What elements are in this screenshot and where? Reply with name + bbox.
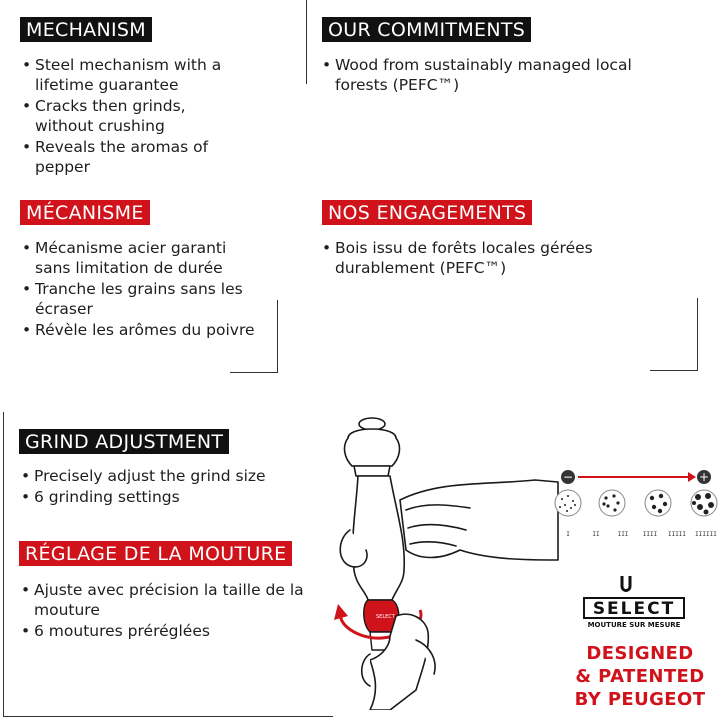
list-item: 6 moutures préréglées xyxy=(21,621,321,641)
commitments-en-list: Wood from sustainably managed local fore… xyxy=(322,55,662,96)
list-item: Reveals the aromas of pepper xyxy=(22,137,237,177)
select-logo: SELECT MOUTURE SUR MESURE xyxy=(583,576,685,629)
frame-line-top-center xyxy=(306,0,307,84)
designed-line-1: DESIGNED xyxy=(586,643,694,664)
commitments-en-title: OUR COMMITMENTS xyxy=(322,17,532,42)
mechanism-fr-title: MÉCANISME xyxy=(20,200,150,225)
mechanism-fr-list: Mécanisme acier garanti sans limitation … xyxy=(22,238,257,341)
svg-text:SELECT: SELECT xyxy=(593,599,675,619)
list-item: Ajuste avec précision la taille de la mo… xyxy=(21,580,321,620)
mechanism-en-title: MECHANISM xyxy=(20,17,152,42)
svg-text:+: + xyxy=(699,470,709,484)
frame-line-left-bottom xyxy=(3,412,4,717)
svg-text:MOUTURE SUR MESURE: MOUTURE SUR MESURE xyxy=(588,621,681,629)
list-item: Precisely adjust the grind size xyxy=(21,466,321,486)
list-item: Tranche les grains sans les écraser xyxy=(22,279,257,319)
pepper-mill-hand-illustration: SELECT xyxy=(334,417,559,710)
tick-label: I xyxy=(566,531,570,538)
grind-fr-list: Ajuste avec précision la taille de la mo… xyxy=(21,580,321,642)
frame-line-right-mid-h xyxy=(650,370,698,371)
list-item: Révèle les arômes du poivre xyxy=(22,320,257,340)
svg-text:−: − xyxy=(563,470,573,484)
tick-label: IIIII xyxy=(668,531,686,538)
grind-size-scale: − + I II III IIII IIIII IIIIII xyxy=(554,470,718,538)
grind-en-list: Precisely adjust the grind size 6 grindi… xyxy=(21,466,321,508)
commitments-fr-title: NOS ENGAGEMENTS xyxy=(322,200,533,225)
designed-line-3: BY PEUGEOT xyxy=(574,689,706,710)
minus-icon: − xyxy=(561,470,575,484)
designed-patented-text: DESIGNED & PATENTED BY PEUGEOT xyxy=(560,642,720,711)
list-item: Steel mechanism with a lifetime guarante… xyxy=(22,55,237,95)
list-item: Wood from sustainably managed local fore… xyxy=(322,55,662,95)
list-item: 6 grinding settings xyxy=(21,487,321,507)
mechanism-en-list: Steel mechanism with a lifetime guarante… xyxy=(22,55,237,178)
plus-icon: + xyxy=(697,470,711,484)
commitments-fr-list: Bois issu de forêts locales gérées durab… xyxy=(322,238,662,279)
frame-line-left-mid xyxy=(277,300,278,372)
tick-label: IIII xyxy=(643,531,658,538)
svg-text:SELECT: SELECT xyxy=(376,614,396,620)
list-item: Cracks then grinds, without crushing xyxy=(22,96,237,136)
grind-fr-title: RÉGLAGE DE LA MOUTURE xyxy=(19,541,293,566)
tick-label: III xyxy=(618,531,629,538)
frame-line-left-mid-h xyxy=(230,372,278,373)
list-item: Mécanisme acier garanti sans limitation … xyxy=(22,238,257,278)
list-item: Bois issu de forêts locales gérées durab… xyxy=(322,238,662,278)
grind-en-title: GRIND ADJUSTMENT xyxy=(19,429,230,454)
frame-line-right-mid xyxy=(697,298,698,370)
tick-label: II xyxy=(592,531,600,538)
designed-line-2: & PATENTED xyxy=(575,666,705,687)
tick-label: IIIIII xyxy=(695,531,717,538)
